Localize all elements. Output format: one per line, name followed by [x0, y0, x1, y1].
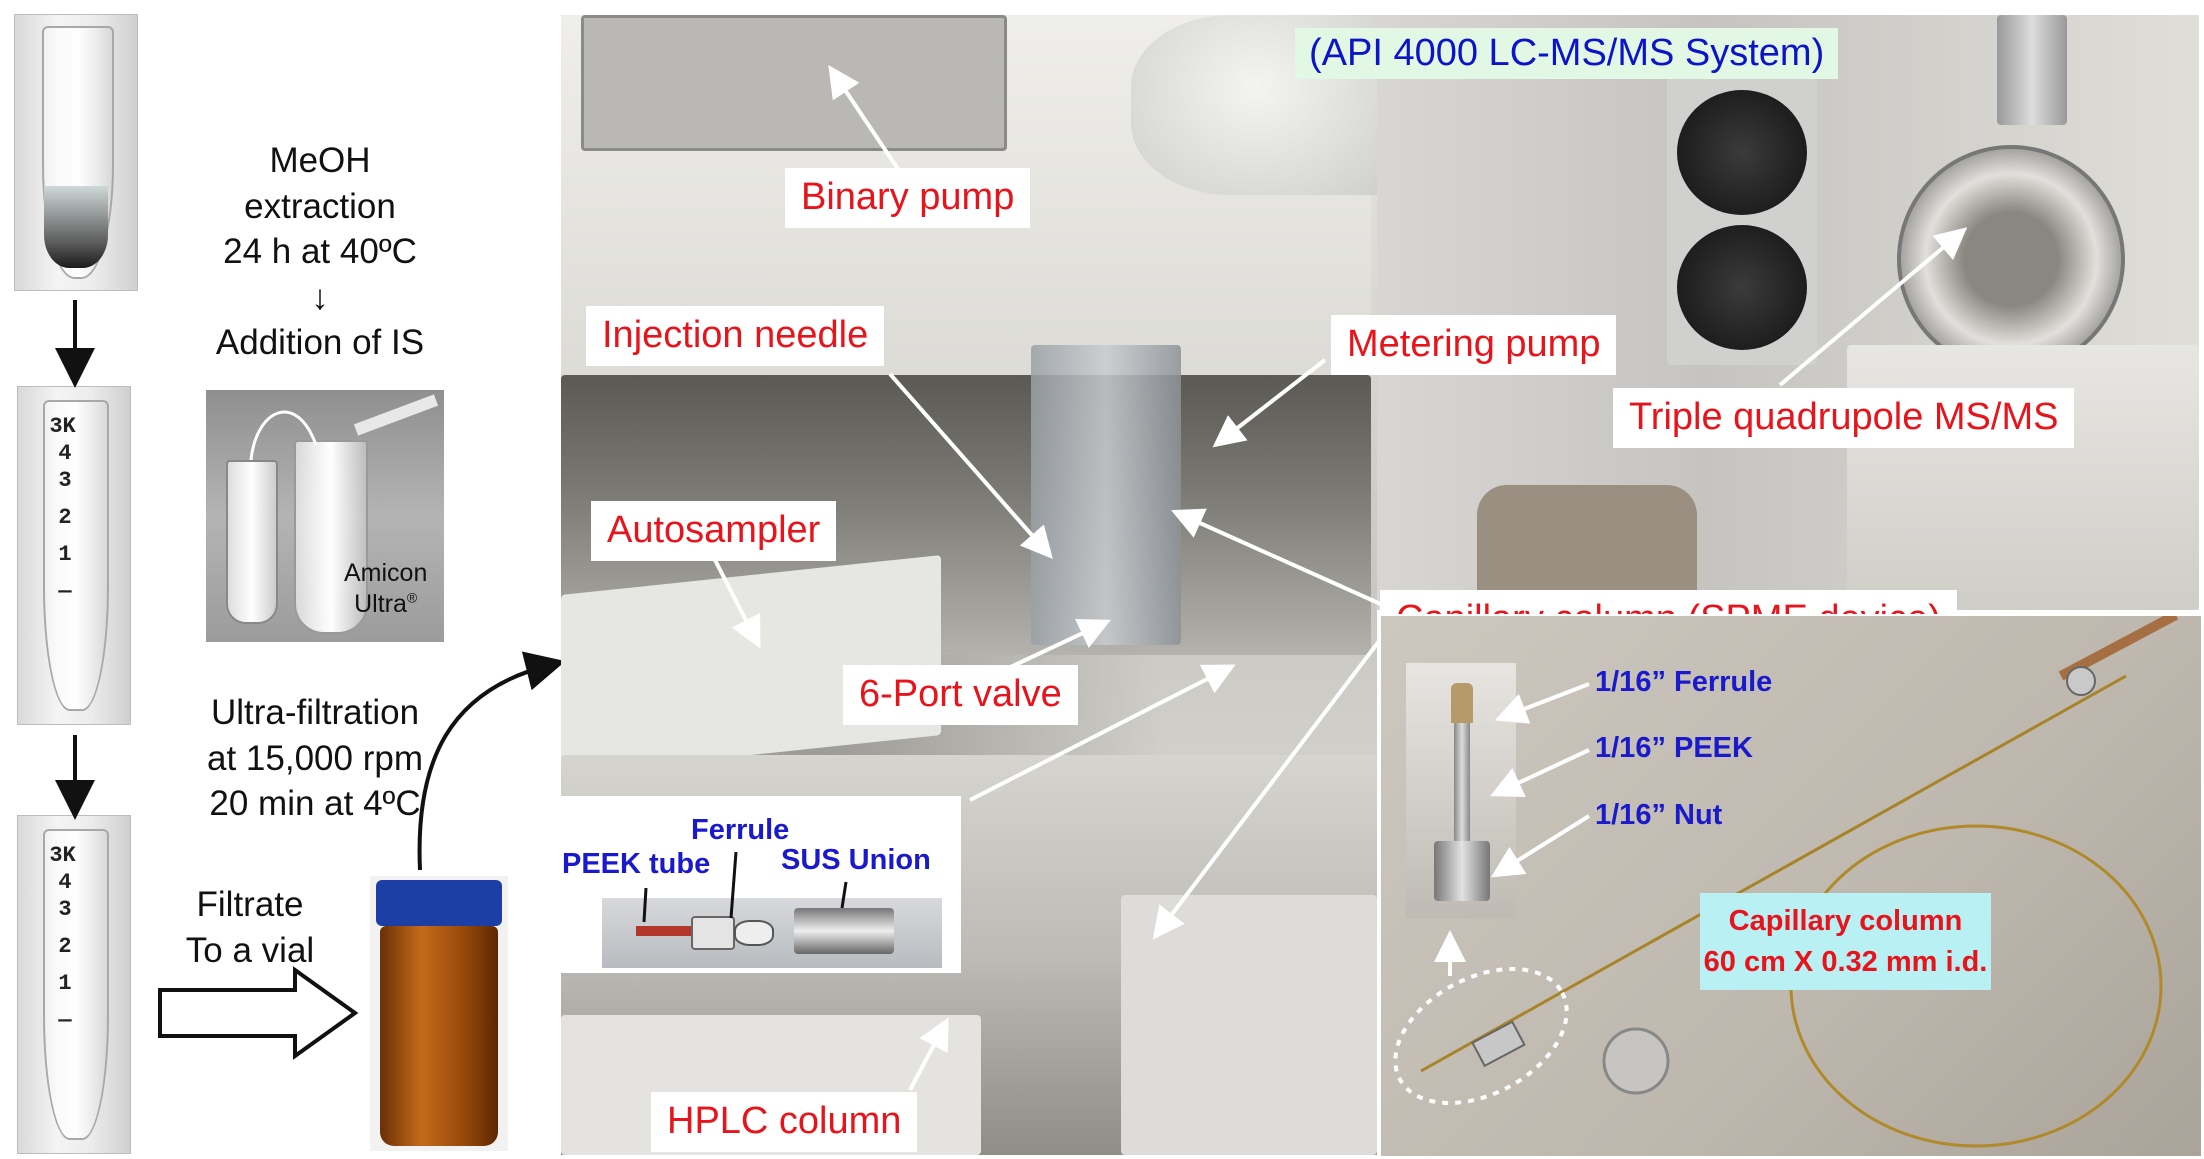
- tube-photo-filtered: 3K 4 3 2 1 —: [17, 815, 131, 1154]
- label-hplc-column: HPLC column: [651, 1092, 918, 1152]
- tube-mark: 2: [58, 933, 72, 959]
- label-injection-needle: Injection needle: [586, 306, 885, 366]
- label-metering-pump: Metering pump: [1331, 315, 1617, 375]
- tube-mark: 3K: [49, 413, 76, 439]
- vial-photo: [370, 876, 508, 1151]
- step-extraction: MeOH extraction 24 h at 40ºC ↓ Addition …: [215, 141, 425, 362]
- tube-mark: 2: [58, 504, 72, 530]
- flow-arrows: [55, 300, 359, 1060]
- label-triple-quadrupole: Triple quadrupole MS/MS: [1613, 388, 2075, 448]
- tube-mark: 3K: [49, 842, 76, 868]
- tube-photo-extraction: [14, 14, 138, 291]
- tube-mark: 4: [58, 440, 72, 466]
- tube-mark: 1: [58, 542, 72, 568]
- connector-label-ferrule: Ferrule: [691, 814, 790, 846]
- connector-label-peek-tube: PEEK tube: [562, 848, 711, 880]
- curved-arrow: [417, 651, 566, 871]
- hollow-right-arrow: [158, 966, 359, 1060]
- tube-mark: 3: [58, 896, 72, 922]
- tube-mark: 4: [58, 869, 72, 895]
- fitting-label-nut: 1/16” Nut: [1595, 799, 1723, 831]
- fitting-label-ferrule: 1/16” Ferrule: [1595, 666, 1773, 698]
- tube-mark: 1: [58, 971, 72, 997]
- step-filtrate: Filtrate To a vial: [185, 885, 315, 970]
- tube-mark: —: [58, 1008, 72, 1034]
- tube-photo-amicon-filter: 3K 4 3 2 1 —: [17, 386, 131, 725]
- connector-inset: PEEK tube Ferrule SUS Union: [556, 796, 961, 973]
- amicon-photo: Amicon Ultra®: [206, 390, 444, 642]
- connector-label-sus-union: SUS Union: [781, 844, 931, 876]
- fitting-label-peek: 1/16” PEEK: [1595, 732, 1753, 764]
- amicon-label: Amicon Ultra®: [344, 559, 428, 619]
- step-ultrafiltration: Ultra-filtration at 15,000 rpm 20 min at…: [207, 693, 423, 823]
- label-six-port-valve: 6-Port valve: [843, 665, 1078, 725]
- tube-mark: —: [58, 579, 72, 605]
- ms-instrument-photo: [1377, 15, 2199, 610]
- tube-mark: 3: [58, 467, 72, 493]
- label-autosampler: Autosampler: [591, 501, 837, 561]
- capillary-inset: 1/16” Ferrule 1/16” PEEK 1/16” Nut Capil…: [1379, 614, 2203, 1158]
- system-title: (API 4000 LC-MS/MS System): [1295, 28, 1839, 79]
- capillary-column-box: Capillary column 60 cm X 0.32 mm i.d.: [1700, 893, 1991, 991]
- label-binary-pump: Binary pump: [785, 168, 1031, 228]
